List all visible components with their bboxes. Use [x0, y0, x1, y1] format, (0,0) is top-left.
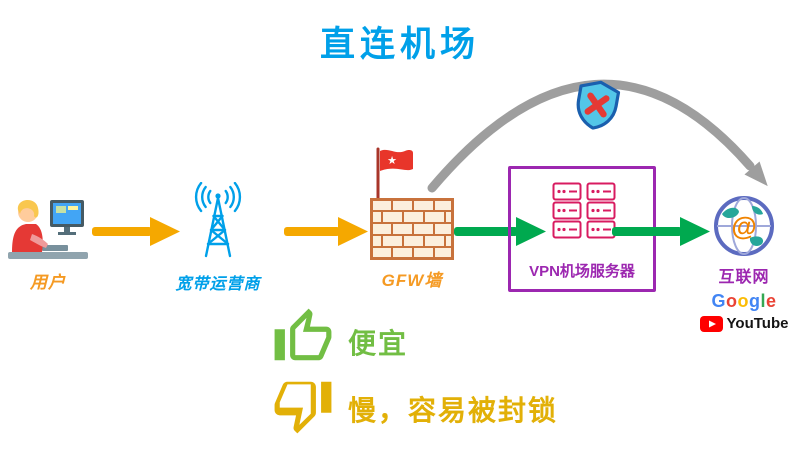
youtube-play-icon: [699, 315, 723, 332]
person-at-computer-icon: [8, 199, 88, 259]
shield-x-icon: [576, 80, 621, 130]
arrow-green-1: [454, 217, 546, 246]
google-logo: G o o g l e: [702, 291, 786, 312]
page-title: 直连机场: [319, 25, 480, 64]
google-letter: G: [711, 291, 726, 311]
red-flag-icon: ★: [376, 147, 413, 204]
radio-tower-icon: [194, 182, 242, 258]
thumbs-down-icon: [274, 381, 332, 434]
con-text: 慢，容易被封锁: [348, 395, 559, 426]
at-sign-icon: @: [731, 211, 756, 241]
gfw-label: GFW墙: [381, 271, 443, 290]
thumbs-up-icon: [274, 308, 332, 361]
youtube-logo: YouTube: [694, 315, 794, 332]
vpn-label: VPN机场服务器: [529, 263, 635, 280]
internet-globe-icon: @: [714, 196, 774, 256]
arrow-orange-1: [92, 217, 180, 246]
arrow-green-2: [612, 217, 710, 246]
google-letter: l: [760, 291, 766, 311]
google-letter: e: [766, 291, 777, 311]
google-letter: o: [737, 291, 749, 311]
pro-text: 便宜: [348, 328, 409, 359]
arrow-orange-2: [284, 217, 368, 246]
google-letter: g: [748, 291, 761, 311]
server-rack-icon: [552, 182, 582, 239]
brick-wall-icon: [370, 198, 454, 260]
youtube-label: YouTube: [726, 315, 789, 332]
google-letter: o: [725, 291, 738, 311]
flag-star-icon: ★: [387, 155, 397, 167]
internet-label: 互联网: [718, 269, 770, 286]
user-label: 用户: [30, 273, 66, 292]
isp-label: 宽带运营商: [175, 276, 261, 293]
